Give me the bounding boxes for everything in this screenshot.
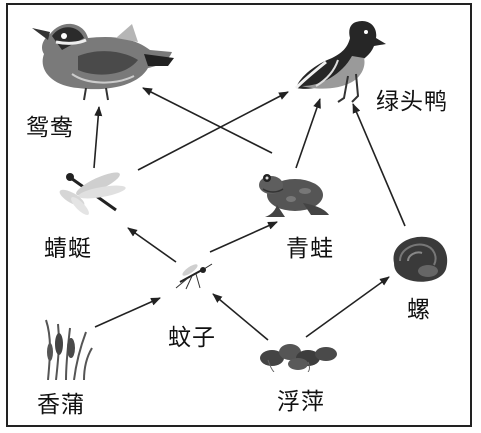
label-mosquito: 蚊子 <box>168 325 216 351</box>
cattail-icon <box>45 319 93 380</box>
label-mallard: 绿头鸭 <box>376 89 448 115</box>
mandarin-duck-icon <box>32 23 174 101</box>
label-snail: 螺 <box>407 297 431 323</box>
duckweed-icon <box>260 344 337 372</box>
edge-duckweed-to-snail <box>305 276 390 338</box>
snail-icon <box>393 236 448 282</box>
edge-frog-to-mandarin-duck <box>142 87 273 154</box>
mosquito-icon <box>175 263 213 290</box>
label-dragonfly: 蜻蜓 <box>44 236 92 262</box>
edge-snail-to-mallard <box>352 103 406 227</box>
label-frog: 青蛙 <box>286 236 334 262</box>
edge-mosquito-to-frog <box>209 221 278 253</box>
edge-duckweed-to-mosquito <box>212 293 269 341</box>
label-mandarin-duck: 鸳鸯 <box>26 115 74 141</box>
edge-dragonfly-to-mandarin-duck <box>93 106 103 169</box>
diagram-border <box>6 3 472 427</box>
frog-icon <box>259 174 329 217</box>
mallard-duck-icon <box>294 20 386 103</box>
edge-cattail-to-mosquito <box>94 297 161 328</box>
label-duckweed: 浮萍 <box>277 389 325 415</box>
edge-frog-to-mallard <box>295 98 321 169</box>
edge-dragonfly-to-mallard <box>137 91 289 171</box>
dragonfly-icon <box>59 172 126 215</box>
edge-mosquito-to-dragonfly <box>127 227 177 263</box>
label-cattail: 香蒲 <box>37 392 85 418</box>
